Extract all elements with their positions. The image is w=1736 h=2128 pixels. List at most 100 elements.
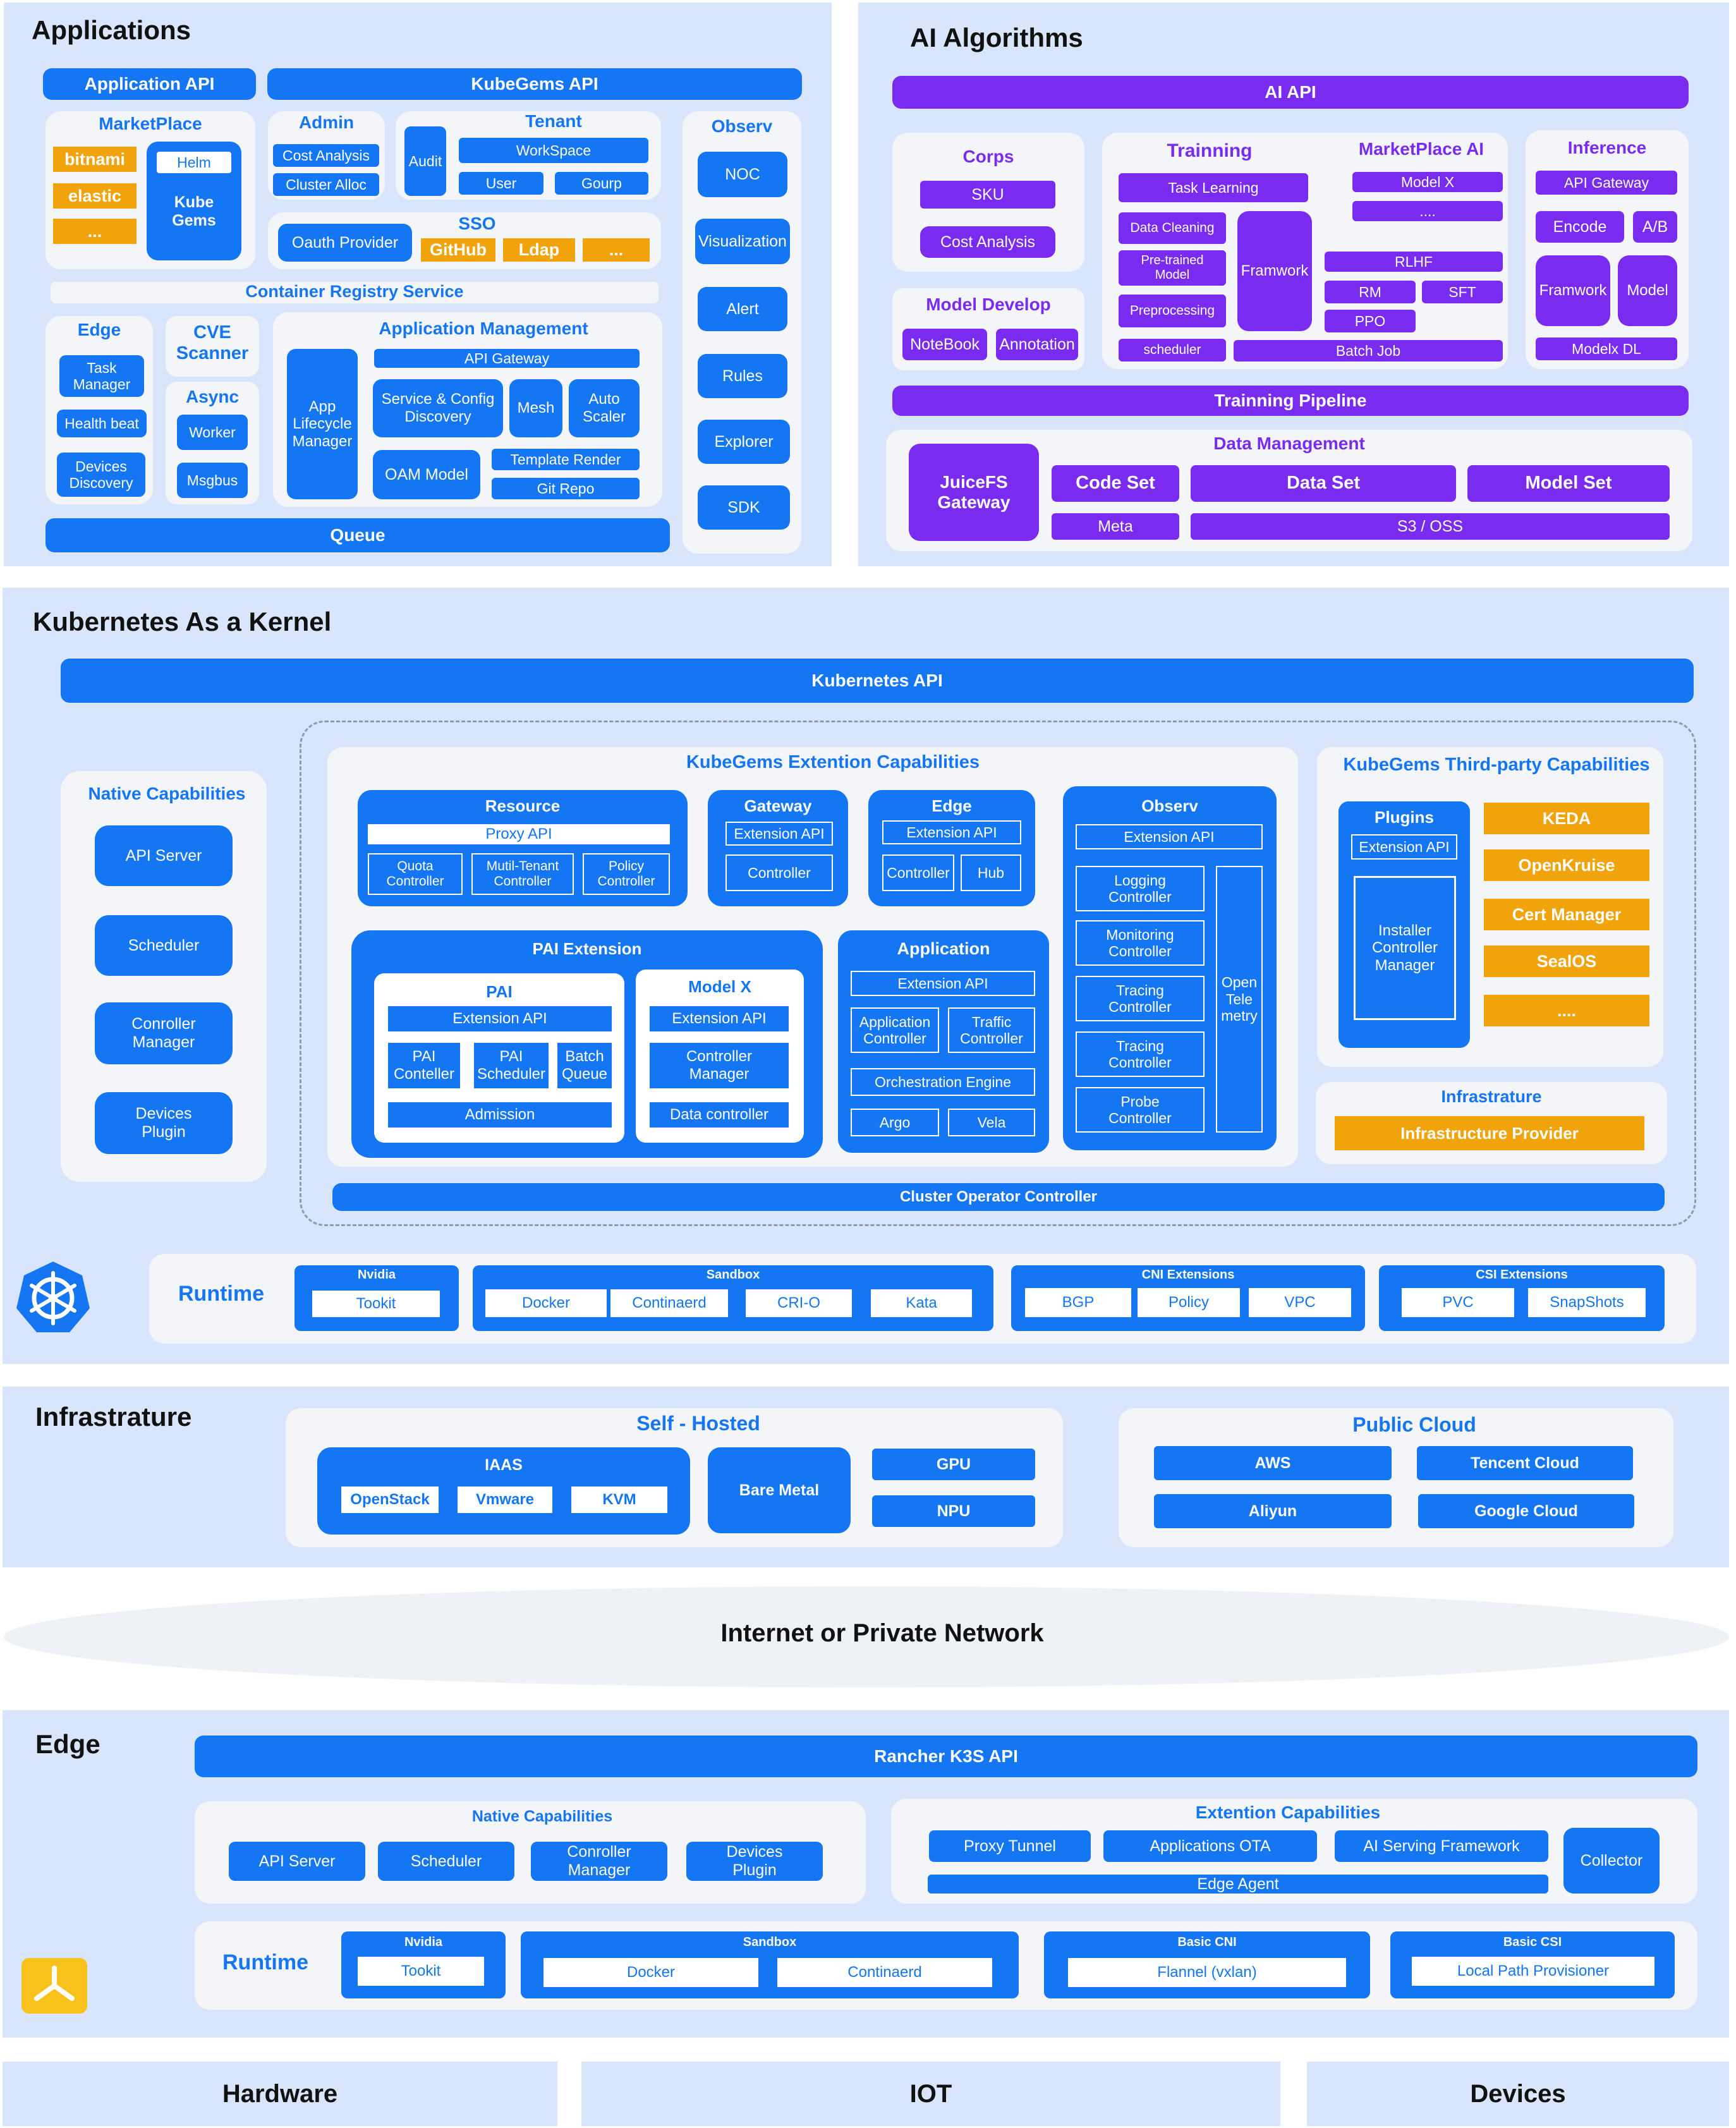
orchestration-engine-box[interactable]: Orchestration Engine <box>851 1068 1035 1096</box>
application-controller-box[interactable]: Application Controller <box>851 1007 939 1053</box>
bitnami-item[interactable]: bitnami <box>53 147 137 172</box>
logging-controller-box[interactable]: Logging Controller <box>1076 866 1205 911</box>
inference-model-button[interactable]: Model <box>1618 255 1677 326</box>
workspace-button[interactable]: WorkSpace <box>459 138 648 163</box>
user-button[interactable]: User <box>459 172 543 195</box>
native-scheduler-button[interactable]: Scheduler <box>95 915 233 976</box>
api-gateway-button[interactable]: API Gateway <box>374 349 640 368</box>
rm-button[interactable]: RM <box>1325 281 1416 303</box>
annotation-button[interactable]: Annotation <box>996 329 1078 360</box>
open-telemetry-box[interactable]: Open Tele metry <box>1216 866 1263 1133</box>
modelx-dl-button[interactable]: Modelx DL <box>1536 337 1677 360</box>
k8s-tookit-box[interactable]: Tookit <box>312 1291 440 1317</box>
applications-ota-button[interactable]: Applications OTA <box>1103 1830 1317 1862</box>
marketplace-ai-more-button[interactable]: .... <box>1352 201 1503 221</box>
marketplace-more-item[interactable]: ... <box>53 219 137 244</box>
traffic-controller-box[interactable]: Traffic Controller <box>948 1007 1035 1053</box>
policy-box[interactable]: Policy <box>1138 1288 1240 1317</box>
edge-extension-api-box[interactable]: Extension API <box>882 820 1021 844</box>
proxy-tunnel-button[interactable]: Proxy Tunnel <box>929 1830 1091 1862</box>
edge-controller-box[interactable]: Controller <box>882 854 954 891</box>
ai-api-bar[interactable]: AI API <box>892 76 1689 109</box>
devices-discovery-button[interactable]: Devices Discovery <box>57 453 145 497</box>
cluster-operator-controller-bar[interactable]: Cluster Operator Controller <box>332 1183 1665 1211</box>
rlhf-button[interactable]: RLHF <box>1325 252 1503 272</box>
edge-controller-manager-button[interactable]: Conroller Manager <box>531 1842 667 1881</box>
task-learning-button[interactable]: Task Learning <box>1119 173 1308 202</box>
edge-api-server-button[interactable]: API Server <box>229 1842 365 1881</box>
inference-api-gateway-button[interactable]: API Gateway <box>1536 171 1677 195</box>
sealos-item[interactable]: SealOS <box>1484 945 1649 977</box>
collector-button[interactable]: Collector <box>1563 1828 1660 1894</box>
app-lifecycle-button[interactable]: App Lifecycle Manager <box>287 349 358 499</box>
k8s-crio-box[interactable]: CRI-O <box>746 1289 852 1317</box>
sso-more-item[interactable]: ... <box>583 238 650 262</box>
tracing-controller-box-1[interactable]: Tracing Controller <box>1076 976 1205 1021</box>
npu-button[interactable]: NPU <box>872 1495 1035 1527</box>
auto-scaler-button[interactable]: Auto Scaler <box>569 379 640 437</box>
helm-box[interactable]: Helm <box>157 152 231 173</box>
notebook-button[interactable]: NoteBook <box>902 329 987 360</box>
oauth-provider-button[interactable]: Oauth Provider <box>278 224 412 262</box>
health-beat-button[interactable]: Health beat <box>57 410 147 437</box>
openkruise-item[interactable]: OpenKruise <box>1484 849 1649 881</box>
tencent-cloud-button[interactable]: Tencent Cloud <box>1417 1446 1633 1480</box>
elastic-item[interactable]: elastic <box>53 183 137 209</box>
juicefs-gateway-button[interactable]: JuiceFS Gateway <box>909 444 1039 541</box>
edge-docker-box[interactable]: Docker <box>543 1958 758 1987</box>
sku-button[interactable]: SKU <box>920 181 1055 209</box>
code-set-button[interactable]: Code Set <box>1052 465 1179 502</box>
admission-box[interactable]: Admission <box>388 1102 612 1128</box>
gateway-controller-box[interactable]: Controller <box>725 854 833 891</box>
pai-extension-api-box[interactable]: Extension API <box>388 1006 612 1031</box>
worker-button[interactable]: Worker <box>177 415 248 450</box>
edge-tookit-box[interactable]: Tookit <box>358 1957 484 1986</box>
snapshots-box[interactable]: SnapShots <box>1528 1288 1646 1317</box>
k3s-api-bar[interactable]: Rancher K3S API <box>195 1736 1697 1777</box>
k8s-containerd-box[interactable]: Continaerd <box>610 1289 728 1317</box>
observ-visualization-button[interactable]: Visualization <box>695 219 790 264</box>
batch-job-button[interactable]: Batch Job <box>1234 340 1503 362</box>
pai-controller-box[interactable]: PAI Conteller <box>388 1043 460 1088</box>
data-cleaning-button[interactable]: Data Cleaning <box>1119 212 1226 244</box>
flannel-box[interactable]: Flannel (vxlan) <box>1068 1958 1346 1987</box>
local-path-provisioner-box[interactable]: Local Path Provisioner <box>1412 1957 1654 1986</box>
bgp-box[interactable]: BGP <box>1025 1288 1131 1317</box>
kubegems-api-bar[interactable]: KubeGems API <box>267 68 802 100</box>
edge-containerd-box[interactable]: Continaerd <box>777 1958 992 1987</box>
template-render-button[interactable]: Template Render <box>492 449 640 470</box>
mesh-button[interactable]: Mesh <box>509 379 562 437</box>
third-party-more-item[interactable]: .... <box>1484 995 1649 1026</box>
batch-queue-box[interactable]: Batch Queue <box>557 1043 612 1088</box>
pai-scheduler-box[interactable]: PAI Scheduler <box>474 1043 549 1088</box>
cert-manager-item[interactable]: Cert Manager <box>1484 899 1649 930</box>
monitoring-controller-box[interactable]: Monitoring Controller <box>1076 920 1205 966</box>
probe-controller-box[interactable]: Probe Controller <box>1076 1087 1205 1133</box>
model-x-button[interactable]: Model X <box>1352 172 1503 192</box>
policy-controller-box[interactable]: Policy Controller <box>583 853 670 895</box>
group-button[interactable]: Gourp <box>555 172 648 195</box>
argo-box[interactable]: Argo <box>851 1109 939 1136</box>
ab-button[interactable]: A/B <box>1633 211 1677 243</box>
keda-item[interactable]: KEDA <box>1484 803 1649 834</box>
corps-cost-analysis-button[interactable]: Cost Analysis <box>920 226 1055 258</box>
plugins-extension-api-box[interactable]: Extension API <box>1351 834 1457 860</box>
application-api-bar[interactable]: Application API <box>43 68 256 100</box>
openstack-box[interactable]: OpenStack <box>341 1487 439 1513</box>
sft-button[interactable]: SFT <box>1422 281 1503 303</box>
observ-rules-button[interactable]: Rules <box>698 354 787 398</box>
k8s-kata-box[interactable]: Kata <box>871 1289 972 1317</box>
observ-extension-api-box[interactable]: Extension API <box>1076 824 1263 849</box>
tracing-controller-box-2[interactable]: Tracing Controller <box>1076 1031 1205 1077</box>
observ-explorer-button[interactable]: Explorer <box>698 420 790 464</box>
installer-controller-manager-box[interactable]: Installer Controller Manager <box>1354 876 1456 1020</box>
native-devices-plugin-button[interactable]: Devices Plugin <box>95 1092 233 1154</box>
native-controller-manager-button[interactable]: Conroller Manager <box>95 1002 233 1064</box>
scheduler-button[interactable]: scheduler <box>1119 339 1226 362</box>
edge-agent-button[interactable]: Edge Agent <box>928 1875 1548 1894</box>
ppo-button[interactable]: PPO <box>1325 310 1416 332</box>
proxy-api-box[interactable]: Proxy API <box>368 824 670 844</box>
msgbus-button[interactable]: Msgbus <box>177 463 248 498</box>
training-pipeline-bar[interactable]: Trainning Pipeline <box>892 386 1689 416</box>
cluster-alloc-button[interactable]: Cluster Alloc <box>273 173 379 196</box>
